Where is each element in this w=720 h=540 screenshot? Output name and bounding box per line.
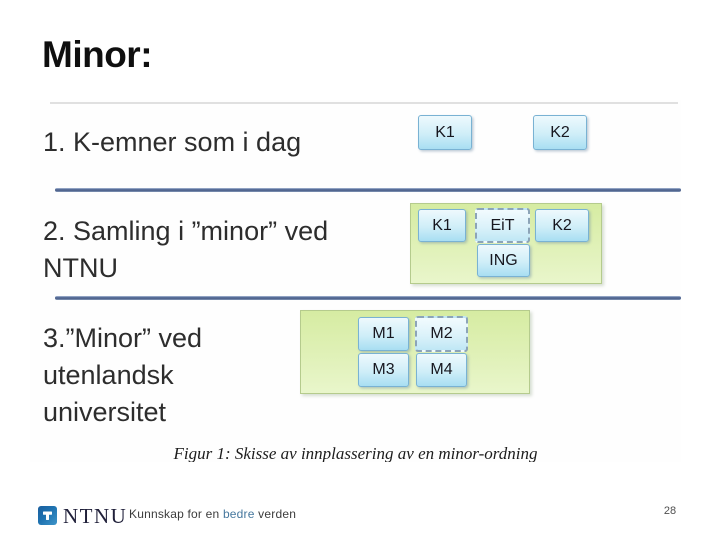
section-2-label: 2. Samling i ”minor” ved NTNU	[43, 216, 329, 283]
course-box-s2-k1: K1	[418, 209, 466, 242]
group-box-ntnu: K1 EiT K2 ING	[410, 203, 602, 284]
group-box-foreign-university: M1 M2 M3 M4	[300, 310, 530, 394]
tagline-highlight: bedre	[222, 507, 255, 521]
figure-top-divider	[50, 102, 678, 104]
tagline-prefix: Kunnskap for en	[129, 507, 223, 521]
separator-line-2	[55, 296, 681, 300]
tagline-suffix: verden	[254, 507, 297, 521]
page-number: 28	[663, 505, 677, 517]
course-box-s3-m3: M3	[358, 353, 409, 387]
course-box-s2-k2: K2	[535, 209, 589, 242]
course-box-s1-k1: K1	[418, 115, 472, 150]
course-box-s2-eit: EiT	[475, 208, 530, 243]
page-title: Minor:	[42, 34, 153, 75]
section-3-label: 3.”Minor” ved utenlandsk universitet	[43, 323, 203, 427]
separator-line-1	[55, 188, 681, 192]
course-box-s1-k2: K2	[533, 115, 587, 150]
ntnu-logo	[38, 506, 57, 525]
course-box-s3-m1: M1	[358, 317, 409, 351]
course-box-s3-m2: M2	[415, 316, 468, 352]
ntnu-wordmark: NTNU	[63, 504, 128, 528]
section-1-label: 1. K-emner som i dag	[43, 127, 302, 157]
figure-image: 1. K-emner som i dag K1 K2 2. Samling i …	[30, 100, 681, 462]
figure-caption: Figur 1: Skisse av innplassering av en m…	[173, 444, 538, 462]
footer-tagline: Kunnskap for en bedre verden	[129, 507, 296, 521]
course-box-s2-ing: ING	[477, 244, 530, 277]
course-box-s3-m4: M4	[416, 353, 467, 387]
